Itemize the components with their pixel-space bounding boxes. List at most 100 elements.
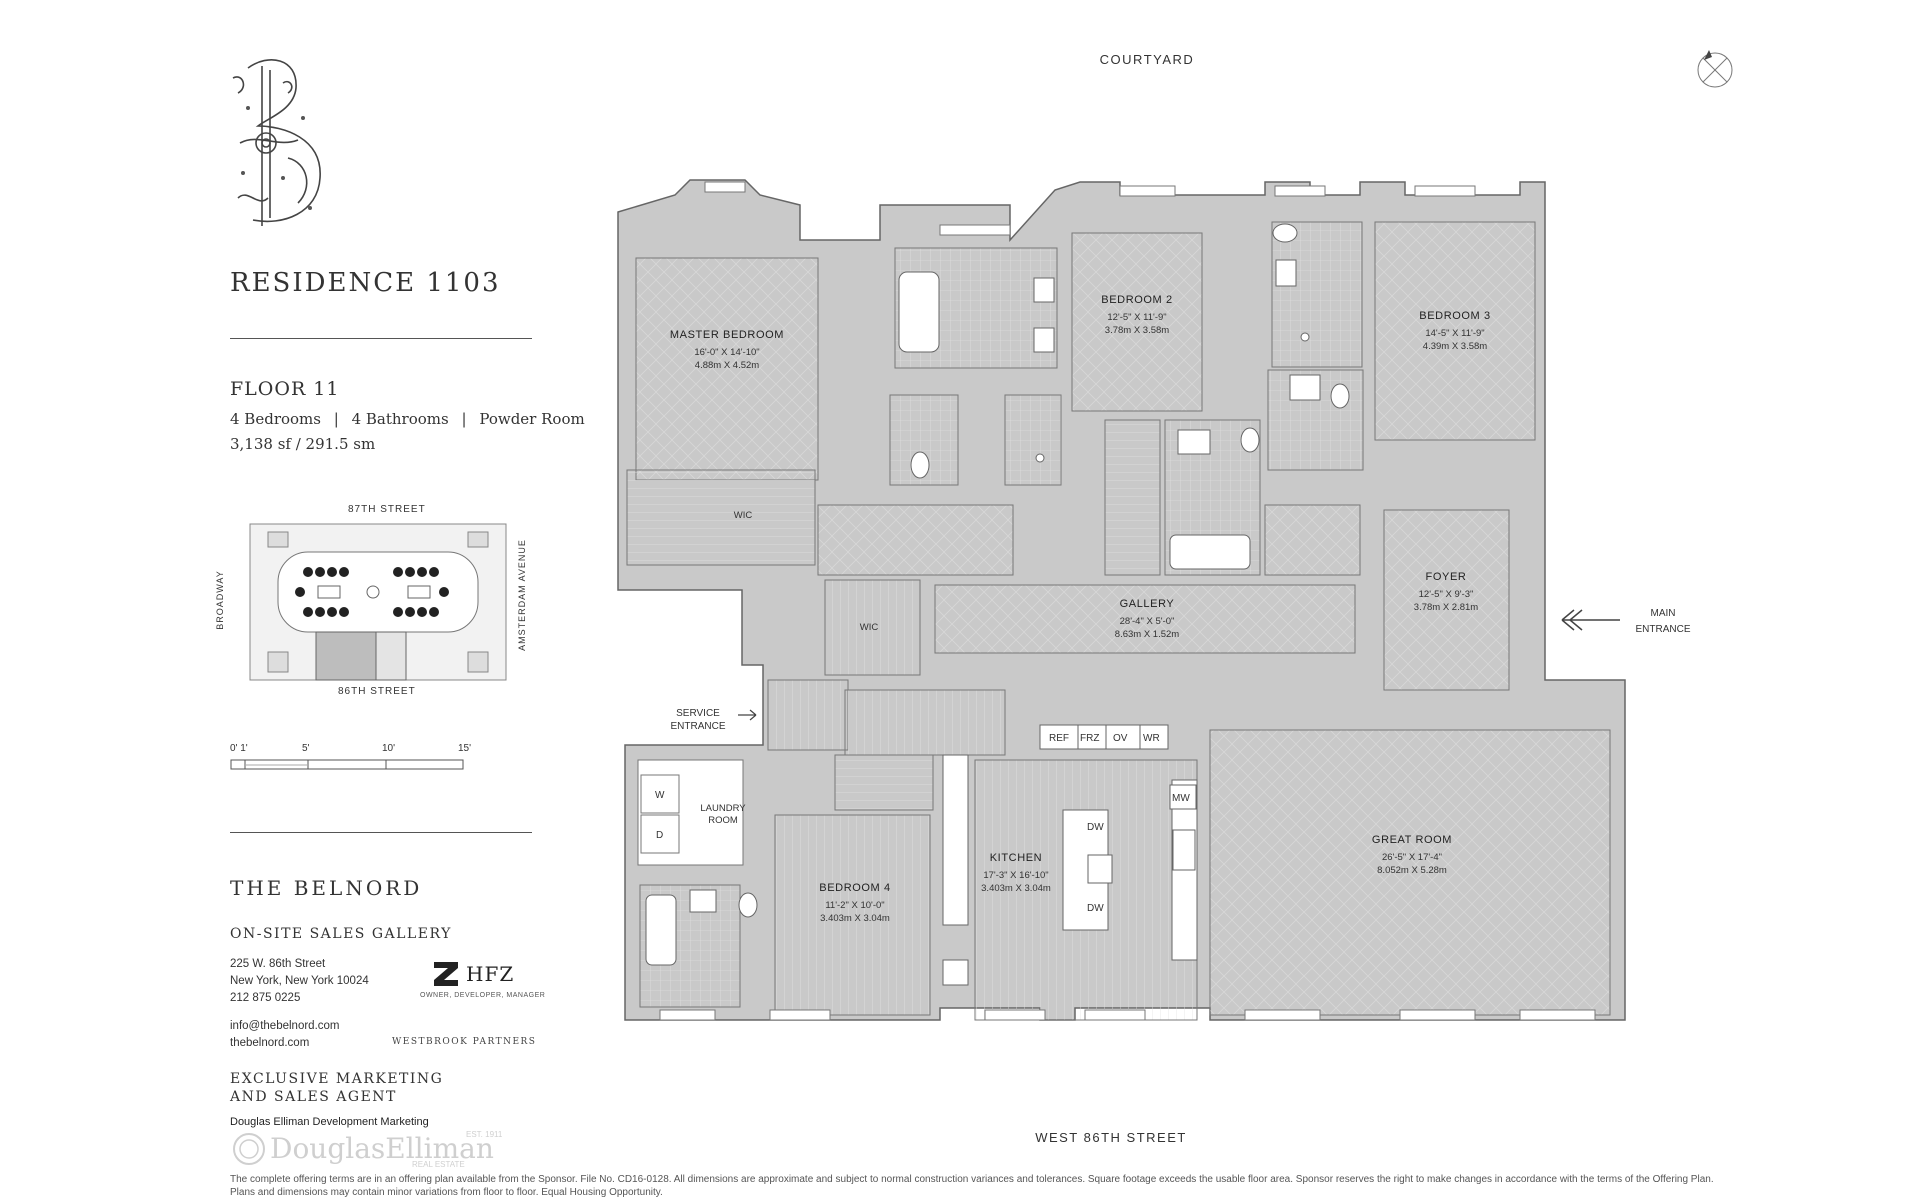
- toilet: [1272, 223, 1298, 243]
- info-sidebar: RESIDENCE 1103 FLOOR 11 4 Bedrooms | 4 B…: [0, 0, 585, 1200]
- shower-drain: [1300, 332, 1310, 342]
- sink: [1275, 259, 1297, 287]
- wic-2-floor: [824, 579, 921, 676]
- master-wic-label: WIC: [734, 510, 753, 521]
- gallery-address: 225 W. 86th Street New York, New York 10…: [230, 956, 369, 1007]
- appliance-mw: [1169, 784, 1197, 810]
- unit-summary: 4 Bedrooms | 4 Bathrooms | Powder Room: [230, 410, 585, 428]
- service-hall-floor: [767, 679, 849, 751]
- appliance-ov: [1105, 724, 1141, 750]
- appliance-dw-label-2: DW: [1087, 903, 1104, 914]
- email-link[interactable]: info@thebelnord.com: [230, 1020, 340, 1032]
- hfz-wordmark: HFZ: [466, 962, 515, 986]
- agent-name: Douglas Elliman Development Marketing: [230, 1116, 429, 1128]
- interior-floor: [626, 221, 1611, 1021]
- douglas-elliman-watermark: DouglasElliman EST. 1911 REAL ESTATE: [232, 1130, 532, 1170]
- marketing-line2: AND SALES AGENT: [230, 1089, 397, 1105]
- service-entrance-label-2: ENTRANCE: [670, 721, 725, 732]
- bedroom-2-floor: [1071, 232, 1203, 412]
- bedroom-2-imperial: 12'-5" X 11'-9": [1107, 312, 1166, 323]
- sink: [1033, 277, 1055, 303]
- website-link[interactable]: thebelnord.com: [230, 1037, 310, 1049]
- contact-links: info@thebelnord.com thebelnord.com: [230, 1018, 340, 1052]
- separator: |: [461, 410, 467, 428]
- sink: [689, 889, 717, 913]
- north-compass-icon: [1697, 50, 1733, 88]
- service-entrance-label-1: SERVICE: [676, 708, 720, 719]
- key-plan-drawing: [249, 523, 507, 681]
- bathtub: [645, 894, 677, 966]
- laundry-room-label-1: LAUNDRY: [700, 803, 746, 814]
- bedroom-4-closet-floor: [834, 754, 934, 811]
- marketing-title: EXCLUSIVE MARKETING AND SALES AGENT: [230, 1070, 443, 1106]
- unit-area: 3,138 sf / 291.5 sm: [230, 435, 376, 453]
- foyer-metric: 3.78m X 2.81m: [1414, 602, 1479, 613]
- main-entrance-label-1: MAIN: [1651, 608, 1676, 619]
- bath-3: [1271, 221, 1363, 368]
- west-86th-street-label: WEST 86TH STREET: [1035, 1130, 1187, 1145]
- fixtures: [645, 223, 1350, 986]
- separator: |: [333, 410, 339, 428]
- master-shower: [1004, 394, 1062, 486]
- room-labels: MASTER BEDROOM 16'-0" X 14'-10" 4.88m X …: [670, 294, 1490, 924]
- sink: [1177, 429, 1211, 455]
- foyer-label: FOYER: [1426, 571, 1467, 583]
- courtyard-label: COURTYARD: [1100, 52, 1195, 67]
- gallery-floor: [934, 584, 1356, 654]
- hfz-mark-icon: [434, 962, 458, 986]
- master-bedroom-floor: [635, 257, 819, 481]
- scale-bar-graphic: [230, 759, 464, 770]
- toilet: [1330, 383, 1350, 409]
- foyer-imperial: 12'-5" X 9'-3": [1419, 589, 1474, 600]
- appliance-ref: [1039, 724, 1079, 750]
- scale-bar: 0' 1' 5' 10' 15': [230, 743, 472, 779]
- toilet: [1240, 427, 1260, 453]
- master-wic-floor: [626, 469, 816, 566]
- toilet: [738, 892, 758, 918]
- appliance-wr-label: WR: [1143, 733, 1160, 744]
- main-entrance-arrow-icon: [1561, 609, 1620, 631]
- service-entrance-marker: SERVICE ENTRANCE: [670, 708, 757, 732]
- watermark-sub: REAL ESTATE: [412, 1160, 465, 1169]
- kitchen-sink-corner: [942, 959, 969, 986]
- master-bedroom-imperial: 16'-0" X 14'-10": [694, 347, 759, 358]
- bedroom-3-imperial: 14'-5" X 11'-9": [1425, 328, 1484, 339]
- hall-floor-b: [1264, 504, 1361, 576]
- scale-label: 15': [458, 743, 472, 754]
- gallery-label: GALLERY: [1120, 598, 1175, 610]
- great-room-imperial: 26'-5" X 17'-4": [1382, 852, 1442, 863]
- key-plan-north-street: 87TH STREET: [348, 504, 426, 515]
- bedroom-4-label: BEDROOM 4: [819, 882, 890, 894]
- appliance-frz-label: FRZ: [1080, 733, 1099, 744]
- main-entrance-label-2: ENTRANCE: [1635, 624, 1690, 635]
- watermark-est: EST. 1911: [466, 1130, 503, 1139]
- shower-drain: [1035, 453, 1045, 463]
- washer: [640, 774, 680, 814]
- bedroom-4-metric: 3.403m X 3.04m: [820, 913, 890, 924]
- master-bedroom-metric: 4.88m X 4.52m: [695, 360, 760, 371]
- bathtub: [1169, 534, 1251, 570]
- brand-name: THE BELNORD: [230, 876, 423, 900]
- bathrooms-count: 4 Bathrooms: [351, 410, 449, 428]
- key-plan-south-street: 86TH STREET: [338, 686, 416, 697]
- phone-number[interactable]: 212 875 0225: [230, 992, 301, 1004]
- scale-label: 10': [382, 743, 396, 754]
- windows: [659, 181, 1596, 1021]
- hfz-logo: HFZ OWNER, DEVELOPER, MANAGER: [420, 960, 545, 1004]
- kitchen-appliances: REF FRZ OV WR MW DW DW W D: [655, 724, 1197, 914]
- key-plan: 87TH STREET 86TH STREET BROADWAY AMSTERD…: [215, 500, 528, 700]
- marketing-line1: EXCLUSIVE MARKETING: [230, 1071, 444, 1087]
- bedroom-2-label: BEDROOM 2: [1101, 294, 1172, 306]
- dryer: [640, 814, 680, 854]
- laundry-room-label-2: ROOM: [708, 815, 738, 826]
- linen-hall-floor: [1104, 419, 1161, 576]
- gallery-title: ON-SITE SALES GALLERY: [230, 926, 452, 942]
- washer-label: W: [655, 790, 665, 801]
- divider: [230, 832, 532, 833]
- appliance-dw-label: DW: [1087, 822, 1104, 833]
- gallery-imperial: 28'-4" X 5'-0": [1120, 616, 1175, 627]
- belnord-monogram-logo: [232, 59, 321, 226]
- appliance-ov-label: OV: [1113, 733, 1128, 744]
- master-bedroom-label: MASTER BEDROOM: [670, 329, 784, 341]
